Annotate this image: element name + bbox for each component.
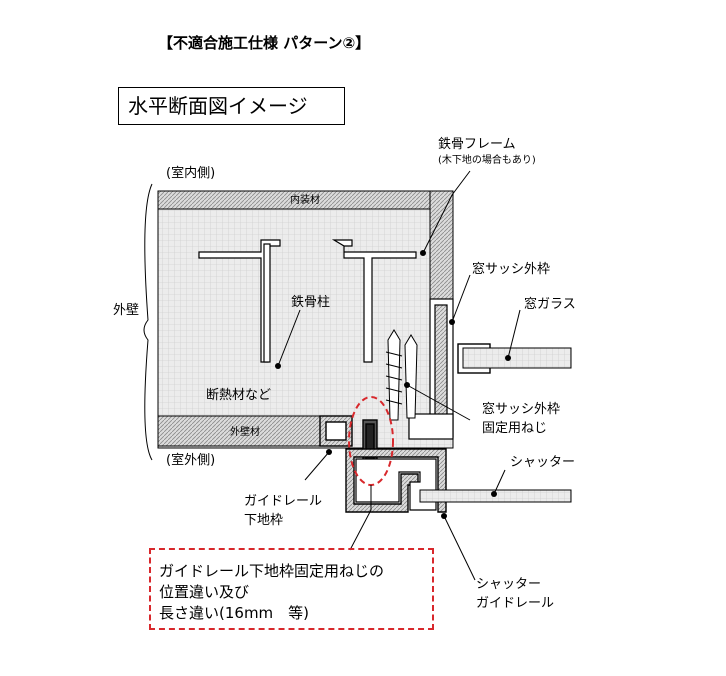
- guide-base-label-2: 下地枠: [244, 513, 284, 528]
- subtitle-box: [118, 87, 345, 125]
- indoor-side-label: (室内側): [166, 166, 216, 181]
- shutter-guide-label-1: シャッター: [476, 577, 542, 592]
- window-glass: [457, 343, 572, 374]
- outdoor-side-label: (室外側): [166, 453, 216, 468]
- defect-note-line-2: 位置違い及び: [159, 583, 250, 601]
- leader-dots: [275, 250, 511, 519]
- shutter-guide-label-2: ガイドレール: [476, 596, 555, 611]
- shutter-guide-rail: [345, 448, 447, 513]
- diagram-subtitle: 水平断面図イメージ: [128, 94, 308, 118]
- sash-outer-frame-label: 窓サッシ外枠: [472, 262, 551, 277]
- leader-lines: [277, 170, 521, 581]
- page-title: 【不適合施工仕様 パターン②】: [158, 34, 371, 52]
- guide-base-label-1: ガイドレール: [244, 494, 323, 509]
- exterior-material-label: 外壁材: [230, 427, 260, 438]
- window-sash-frame: [408, 298, 454, 440]
- sash-screw-label-1: 窓サッシ外枠: [482, 402, 561, 417]
- interior-material-label: 内装材: [290, 195, 320, 206]
- window-glass-label: 窓ガラス: [524, 297, 576, 312]
- defect-note-line-3: 長さ違い(16mm 等): [159, 604, 310, 622]
- sash-screw-label-2: 固定用ねじ: [482, 421, 548, 436]
- sash-screw: [385, 329, 418, 421]
- steel-column-label: 鉄骨柱: [291, 295, 331, 310]
- defect-note-line-1: ガイドレール下地枠固定用ねじの: [159, 562, 385, 580]
- insulation-label: 断熱材など: [206, 388, 272, 403]
- exterior-wall-brace: [143, 183, 153, 461]
- steel-frame-strip: [429, 190, 454, 300]
- defect-note-box: [149, 548, 434, 630]
- shutter-label: シャッター: [510, 455, 576, 470]
- steel-column-shape: [198, 239, 417, 363]
- steel-frame-note: (木下地の場合もあり): [438, 155, 536, 166]
- exterior-wall-label: 外壁: [113, 303, 140, 318]
- exterior-material-band: [157, 415, 321, 447]
- steel-frame-label: 鉄骨フレーム: [438, 137, 516, 152]
